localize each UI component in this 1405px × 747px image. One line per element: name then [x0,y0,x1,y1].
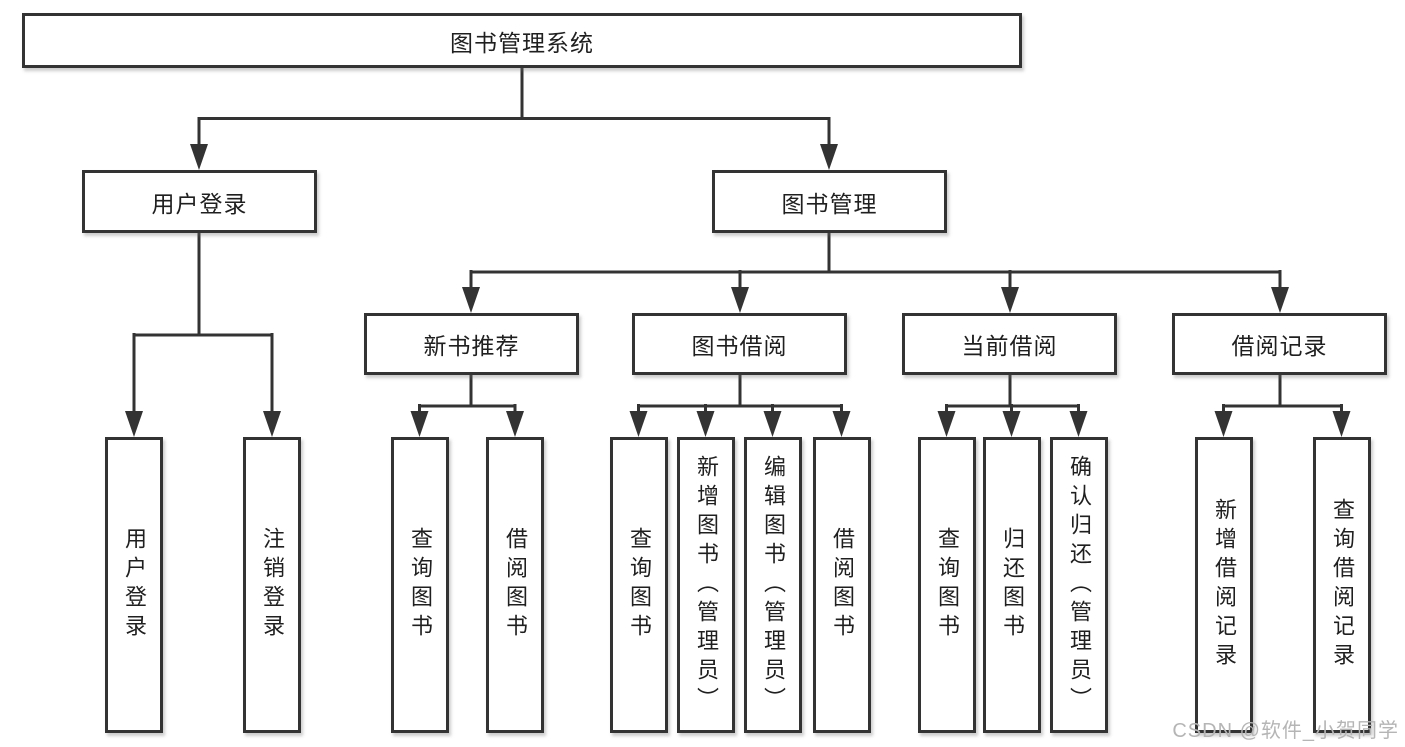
node-leaf-query-borrow-record: 查询借阅记录 [1313,437,1371,733]
node-leaf-user-login: 用户登录 [105,437,163,733]
leaf-label: 归还图书 [1000,527,1025,643]
leaf-label: 新增图书（管理员） [694,454,719,716]
node-leaf-logout: 注销登录 [243,437,301,733]
leaf-label: 注销登录 [260,527,285,643]
leaf-label: 编辑图书（管理员） [761,454,786,716]
leaf-label: 查询图书 [627,527,652,643]
node-leaf-query-books-current: 查询图书 [918,437,976,733]
leaf-label: 借阅图书 [503,527,528,643]
node-leaf-query-books-recommend: 查询图书 [391,437,449,733]
leaf-label: 查询图书 [935,527,960,643]
node-user-login: 用户登录 [82,170,317,233]
node-leaf-query-books-borrowing: 查询图书 [610,437,668,733]
node-leaf-confirm-return-admin: 确认归还（管理员） [1050,437,1108,733]
node-leaf-add-borrow-record: 新增借阅记录 [1195,437,1253,733]
leaf-label: 确认归还（管理员） [1067,454,1092,716]
leaf-label: 查询图书 [408,527,433,643]
node-leaf-borrow-books-recommend: 借阅图书 [486,437,544,733]
csdn-watermark: CSDN @软件_小贺同学 [1172,720,1399,742]
leaf-label: 查询借阅记录 [1330,498,1355,672]
node-leaf-return-books: 归还图书 [983,437,1041,733]
arrowheads [125,144,1351,437]
leaf-label: 用户登录 [122,527,147,643]
node-book-management: 图书管理 [712,170,947,233]
leaf-label: 借阅图书 [830,527,855,643]
node-leaf-add-books-admin: 新增图书（管理员） [677,437,735,733]
node-root: 图书管理系统 [22,13,1022,68]
node-leaf-edit-books-admin: 编辑图书（管理员） [744,437,802,733]
node-leaf-borrow-books: 借阅图书 [813,437,871,733]
leaf-label: 新增借阅记录 [1212,498,1237,672]
node-new-book-recommendation: 新书推荐 [364,313,579,375]
node-borrowing-records: 借阅记录 [1172,313,1387,375]
node-current-borrowing: 当前借阅 [902,313,1117,375]
node-book-borrowing: 图书借阅 [632,313,847,375]
